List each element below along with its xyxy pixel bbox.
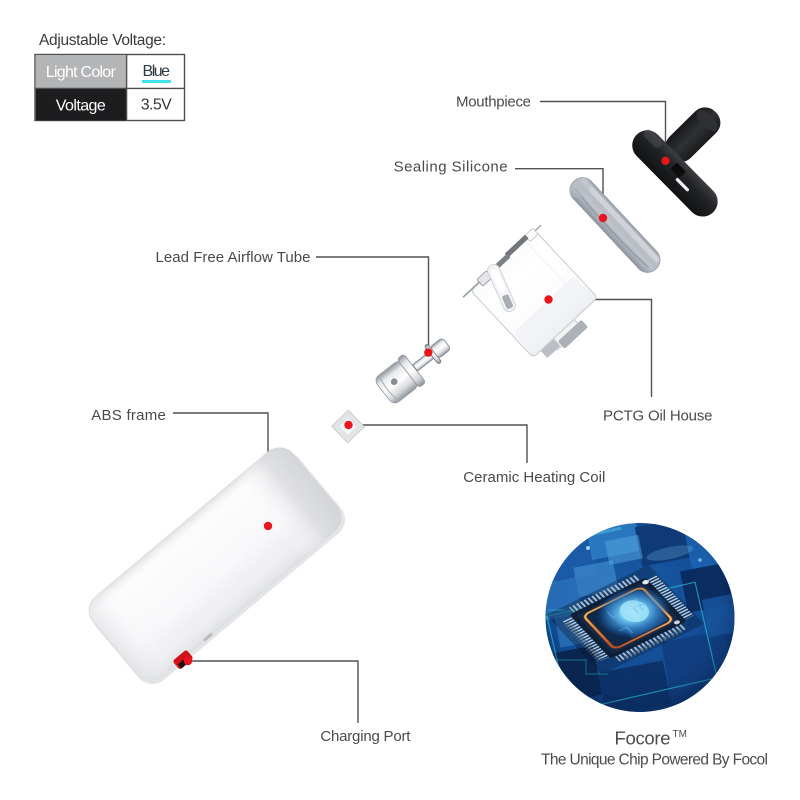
svg-text:PCTG Oil House: PCTG Oil House: [603, 408, 713, 425]
svg-text:Sealing Silicone: Sealing Silicone: [394, 159, 508, 176]
svg-text:The Unique Chip Powered By Foc: The Unique Chip Powered By Focol: [541, 752, 768, 769]
svg-text:TM: TM: [673, 729, 687, 740]
svg-text:Light Color: Light Color: [46, 64, 117, 81]
svg-text:Focore: Focore: [615, 728, 671, 749]
svg-text:Lead Free Airflow Tube: Lead Free Airflow Tube: [156, 249, 311, 266]
svg-text:Ceramic Heating Coil: Ceramic Heating Coil: [463, 469, 605, 486]
svg-text:Voltage: Voltage: [56, 97, 106, 114]
svg-text:Charging Port: Charging Port: [320, 728, 411, 745]
svg-text:Blue: Blue: [143, 63, 171, 80]
svg-text:Mouthpiece: Mouthpiece: [456, 94, 531, 111]
svg-text:3.5V: 3.5V: [141, 97, 172, 114]
svg-text:ABS frame: ABS frame: [91, 407, 166, 424]
svg-text:Adjustable Voltage:: Adjustable Voltage:: [39, 32, 166, 49]
